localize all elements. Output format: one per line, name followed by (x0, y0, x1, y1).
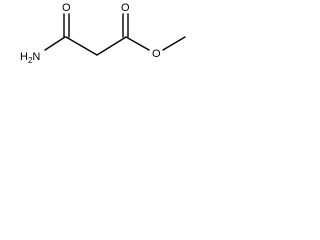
bond-c3-o-single (125, 36, 150, 51)
bond-n-c1 (44, 36, 66, 51)
molecule-structure: H2N O O O (20, 2, 186, 65)
amide-oxygen-label: O (62, 2, 71, 14)
bond-c2-c3 (96, 36, 127, 56)
bond-c1-c2 (65, 36, 98, 56)
ester-single-oxygen-label: O (152, 48, 161, 60)
amide-nitrogen-label: H2N (20, 51, 40, 65)
bond-o-ch3 (162, 36, 186, 51)
ester-carbonyl-oxygen-label: O (121, 2, 130, 14)
